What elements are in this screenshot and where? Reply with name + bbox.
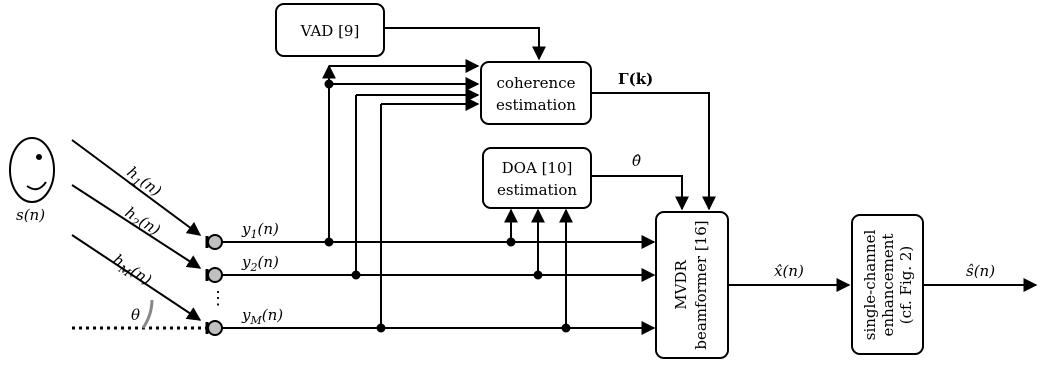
coherence-label-1: coherence xyxy=(497,74,576,92)
theta-hat-label: θ̂ xyxy=(632,152,641,170)
doa-label-2: estimation xyxy=(497,181,577,199)
junction-ym-coh xyxy=(376,323,386,333)
mvdr-label-2: beamformer [16] xyxy=(692,220,710,349)
source-label: s(n) xyxy=(16,206,45,224)
doa-label-1: DOA [10] xyxy=(502,159,573,177)
vad-label: VAD [9] xyxy=(300,22,360,40)
single-label-2: enhancement xyxy=(879,234,897,337)
speaker-face-icon xyxy=(9,137,55,203)
single-label-3: (cf. Fig. 2) xyxy=(897,246,915,325)
vad-to-coherence xyxy=(384,27,546,61)
angle-arc xyxy=(141,299,154,329)
theta-hat-to-mvdr xyxy=(591,175,689,211)
path-2 xyxy=(71,184,202,269)
doa-block xyxy=(482,147,592,209)
ym-label: yM(n) xyxy=(241,306,283,327)
vad-block xyxy=(275,3,385,57)
mic-2 xyxy=(205,267,223,283)
y2-label: y2(n) xyxy=(241,253,279,274)
mic-dots: ⋮ xyxy=(209,288,227,309)
coherence-label-2: estimation xyxy=(496,96,576,114)
single-label-1: single-channel xyxy=(861,230,879,341)
mic-m xyxy=(205,320,223,336)
x-hat-label: x̂(n) xyxy=(774,262,804,280)
h2-label: h2(n) xyxy=(120,203,164,241)
s-hat-label: ŝ(n) xyxy=(966,262,995,280)
junction-y2-coh xyxy=(351,270,361,280)
path-1 xyxy=(71,139,202,236)
gamma-to-mvdr xyxy=(591,92,716,211)
path-m xyxy=(71,234,202,321)
junction-y1-top xyxy=(324,79,334,89)
y1-label: y1(n) xyxy=(241,220,279,241)
junction-y1-doa xyxy=(506,237,516,247)
junction-y1-vad xyxy=(324,237,334,247)
junction-y2-doa xyxy=(533,270,543,280)
theta-label: θ xyxy=(131,306,140,324)
gamma-label: Γ(k) xyxy=(618,70,653,88)
mvdr-label-1: MVDR xyxy=(672,260,690,310)
coherence-block xyxy=(480,61,592,125)
junction-ym-doa xyxy=(561,323,571,333)
mic-1 xyxy=(205,234,223,250)
svg-text:h2(n): h2(n) xyxy=(120,203,163,241)
